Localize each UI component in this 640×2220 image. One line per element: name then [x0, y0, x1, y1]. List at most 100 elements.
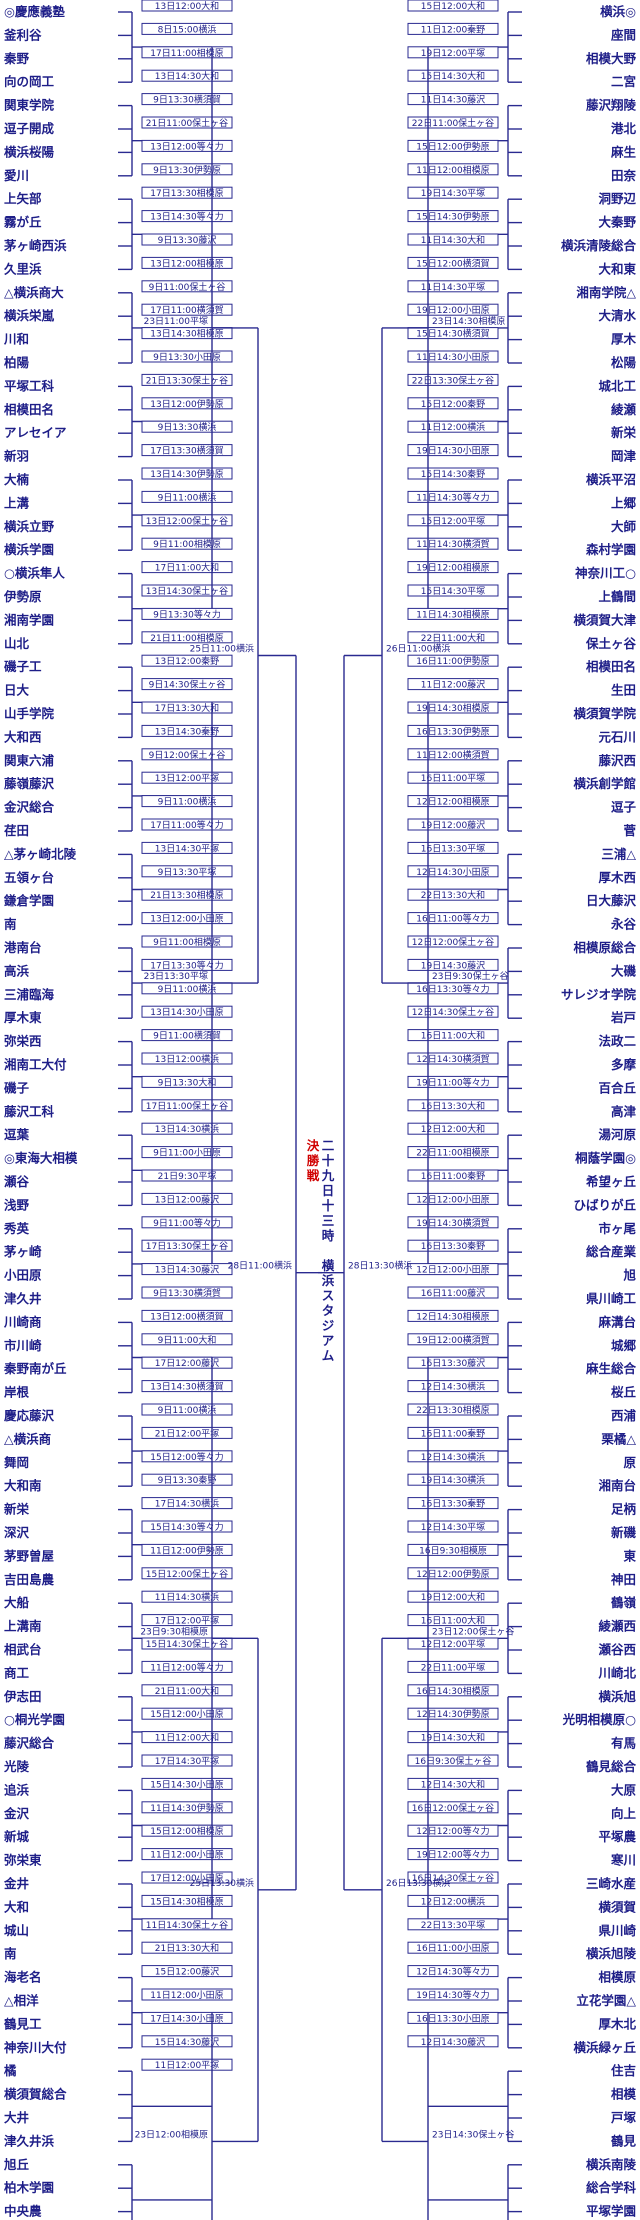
match-label-box — [407, 1590, 499, 1603]
team-name: 相模原 — [598, 1970, 636, 1985]
match-label: 11日12:00小田原 — [150, 1990, 223, 2001]
semi-label: 23日14:30相模原 — [432, 315, 505, 327]
team-name: 藤沢総合 — [3, 1736, 55, 1751]
team-name: 横浜旭陵 — [586, 1946, 637, 1961]
match-label-box — [141, 1894, 233, 1907]
team-name: 有馬 — [611, 1736, 636, 1751]
match-label: 13日14:30小田原 — [150, 1007, 223, 1018]
team-name: 麻生 — [610, 144, 637, 159]
match-label-box — [407, 373, 499, 386]
match-label-box — [141, 1520, 233, 1533]
team-name: 岡津 — [611, 449, 637, 464]
match-label: 15日14:30平塚 — [421, 586, 485, 597]
match-label-box — [407, 1824, 499, 1837]
match-label: 9日13:30等々力 — [153, 608, 221, 620]
match-label-box — [407, 93, 499, 106]
match-label-box — [407, 1169, 499, 1182]
match-label-box — [407, 327, 499, 340]
match-label: 16日11:00大和 — [421, 1615, 485, 1627]
match-label: 12日12:00平塚 — [421, 1639, 485, 1650]
team-name: 鶴見総合 — [586, 1759, 637, 1774]
sf-label: 28日13:30横浜 — [348, 1260, 412, 1272]
match-label: 19日14:30大和 — [421, 1732, 485, 1744]
match-label: 12日12:00小田原 — [416, 1194, 489, 1205]
match-label-box — [141, 818, 233, 831]
match-label-box — [141, 771, 233, 784]
match-label-box — [141, 1941, 233, 1954]
match-label-box — [407, 584, 499, 597]
match-label: 9日11:00保土ヶ谷 — [149, 281, 226, 293]
match-label-box — [141, 1871, 233, 1884]
match-label-box — [407, 1614, 499, 1627]
team-name: 湘南学院△ — [576, 285, 636, 300]
team-name: 横浜南陵 — [586, 2157, 637, 2172]
team-name: 相模原総合 — [573, 940, 636, 955]
match-label-box — [141, 444, 233, 457]
team-name: ◎慶應義塾 — [4, 4, 65, 19]
team-name: 永谷 — [610, 917, 637, 932]
match-label-box — [407, 514, 499, 527]
team-name: 横浜清陵総合 — [561, 238, 637, 253]
team-name: 津久井浜 — [4, 2133, 55, 2148]
team-name: △横浜商大 — [4, 285, 64, 300]
team-name: 上溝南 — [4, 1619, 42, 1634]
match-label-box — [141, 373, 233, 386]
match-label: 9日13:30横須賀 — [153, 1287, 221, 1299]
match-label-box — [407, 888, 499, 901]
team-name: 立花学園△ — [576, 1993, 636, 2008]
match-label-box — [141, 607, 233, 620]
team-name: 百合丘 — [598, 1080, 636, 1095]
semi-label: 23日9:30保土ヶ谷 — [432, 970, 509, 982]
match-label: 19日14:30藤沢 — [421, 959, 485, 971]
match-label: 21日13:30相模原 — [150, 889, 223, 901]
match-label: 17日11:00保土ヶ谷 — [146, 1100, 228, 1112]
match-label: 16日13:30平塚 — [421, 843, 485, 854]
team-name: 三浦△ — [601, 846, 636, 861]
team-name: 港北 — [611, 121, 637, 136]
match-label: 17日12:00平塚 — [155, 1616, 219, 1627]
match-label: 9日11:00横浜 — [158, 796, 217, 808]
match-label: 11日14:30横須賀 — [416, 538, 489, 550]
match-label: 19日14:30等々力 — [416, 1989, 489, 2001]
team-name: 茅ヶ崎 — [4, 1244, 42, 1259]
match-label: 13日14:30平塚 — [155, 843, 219, 854]
match-label: 15日14:30小田原 — [150, 1779, 223, 1790]
team-name: 洞野辺 — [598, 191, 636, 206]
team-name: 鶴嶺 — [611, 1595, 637, 1610]
match-label: 13日12:00横須賀 — [150, 1310, 223, 1322]
team-name: 橘 — [3, 2063, 17, 2078]
match-label: 21日11:00保土ヶ谷 — [146, 117, 228, 129]
match-label-box — [141, 1801, 233, 1814]
final-detail-char: 日 — [322, 1183, 335, 1198]
team-name: 城郷 — [611, 1338, 637, 1353]
team-name: 綾瀬西 — [598, 1619, 636, 1634]
team-name: 海老名 — [4, 1970, 42, 1985]
match-label-box — [407, 1005, 499, 1018]
team-name: 小田原 — [3, 1268, 42, 1283]
match-label: 16日13:30大和 — [421, 1100, 485, 1112]
match-label-box — [141, 958, 233, 971]
match-label-box — [407, 467, 499, 480]
match-label: 19日12:00等々力 — [416, 1849, 489, 1861]
match-label-box — [407, 1848, 499, 1861]
match-label: 15日12:00大和 — [421, 0, 485, 12]
team-name: 吉田島農 — [4, 1572, 55, 1587]
match-label: 15日14:30大和 — [421, 70, 485, 82]
final-detail-char: 九 — [321, 1168, 335, 1183]
team-name: 湘南工大付 — [4, 1057, 67, 1072]
match-label-box — [407, 280, 499, 293]
match-label-box — [141, 1286, 233, 1299]
match-label-box — [141, 186, 233, 199]
match-label-box — [407, 233, 499, 246]
match-label-box — [141, 1263, 233, 1276]
team-name: 相模大野 — [586, 51, 637, 66]
match-label: 17日13:30保土ヶ谷 — [146, 1240, 228, 1252]
match-label-box — [407, 0, 499, 12]
match-label: 9日11:00横須賀 — [153, 1030, 221, 1042]
team-name: 横浜創学館 — [573, 776, 636, 791]
match-label-box — [141, 2058, 233, 2071]
team-name: 新羽 — [4, 449, 29, 464]
match-label-box — [141, 584, 233, 597]
match-label-box — [407, 1192, 499, 1205]
match-label-box — [407, 163, 499, 176]
